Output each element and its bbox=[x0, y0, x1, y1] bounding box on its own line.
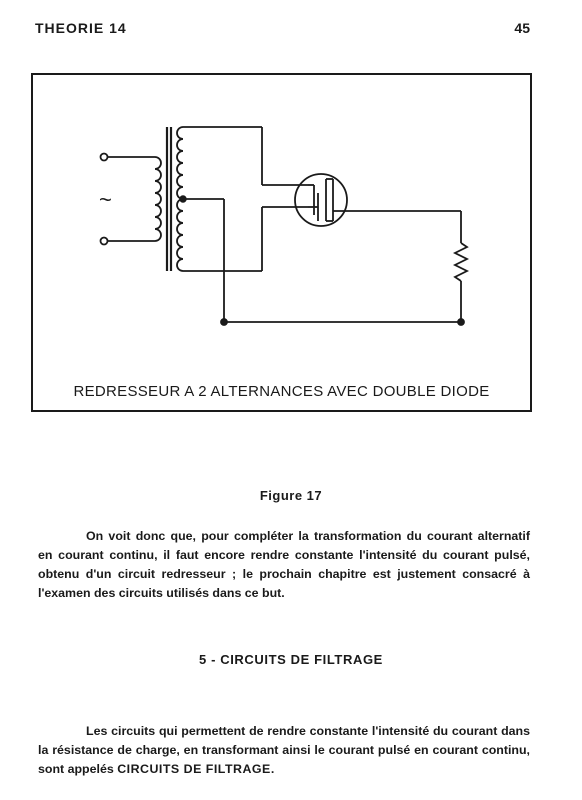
paragraph-1-text: On voit donc que, pour compléter la tran… bbox=[38, 529, 530, 600]
section-title: 5 - CIRCUITS DE FILTRAGE bbox=[199, 652, 383, 667]
figure-label: Figure 17 bbox=[259, 488, 323, 503]
rectifier-schematic bbox=[99, 126, 470, 326]
ac-source-symbol: ~ bbox=[99, 187, 112, 212]
paragraph-2-end: . bbox=[270, 762, 275, 776]
primary-winding bbox=[147, 156, 162, 242]
paragraph-2-emphasis: CIRCUITS DE FILTRAGE bbox=[117, 762, 271, 776]
figure-inner-caption: REDRESSEUR A 2 ALTERNANCES AVEC DOUBLE D… bbox=[73, 383, 490, 400]
figure-frame: ~ REDRESSEUR A 2 ALTERNANCES AVEC DOUBLE… bbox=[31, 73, 532, 412]
page-number: 45 bbox=[514, 20, 530, 36]
input-terminal-top bbox=[99, 152, 109, 162]
input-terminal-bottom bbox=[99, 236, 109, 246]
running-header: THEORIE 14 bbox=[35, 20, 127, 36]
paragraph-1: On voit donc que, pour compléter la tran… bbox=[38, 527, 530, 603]
paragraph-2: Les circuits qui permettent de rendre co… bbox=[38, 722, 530, 779]
paragraph-2-text: Les circuits qui permettent de rendre co… bbox=[38, 724, 530, 776]
double-diode-tube bbox=[294, 173, 348, 227]
load-resistor bbox=[452, 242, 470, 282]
